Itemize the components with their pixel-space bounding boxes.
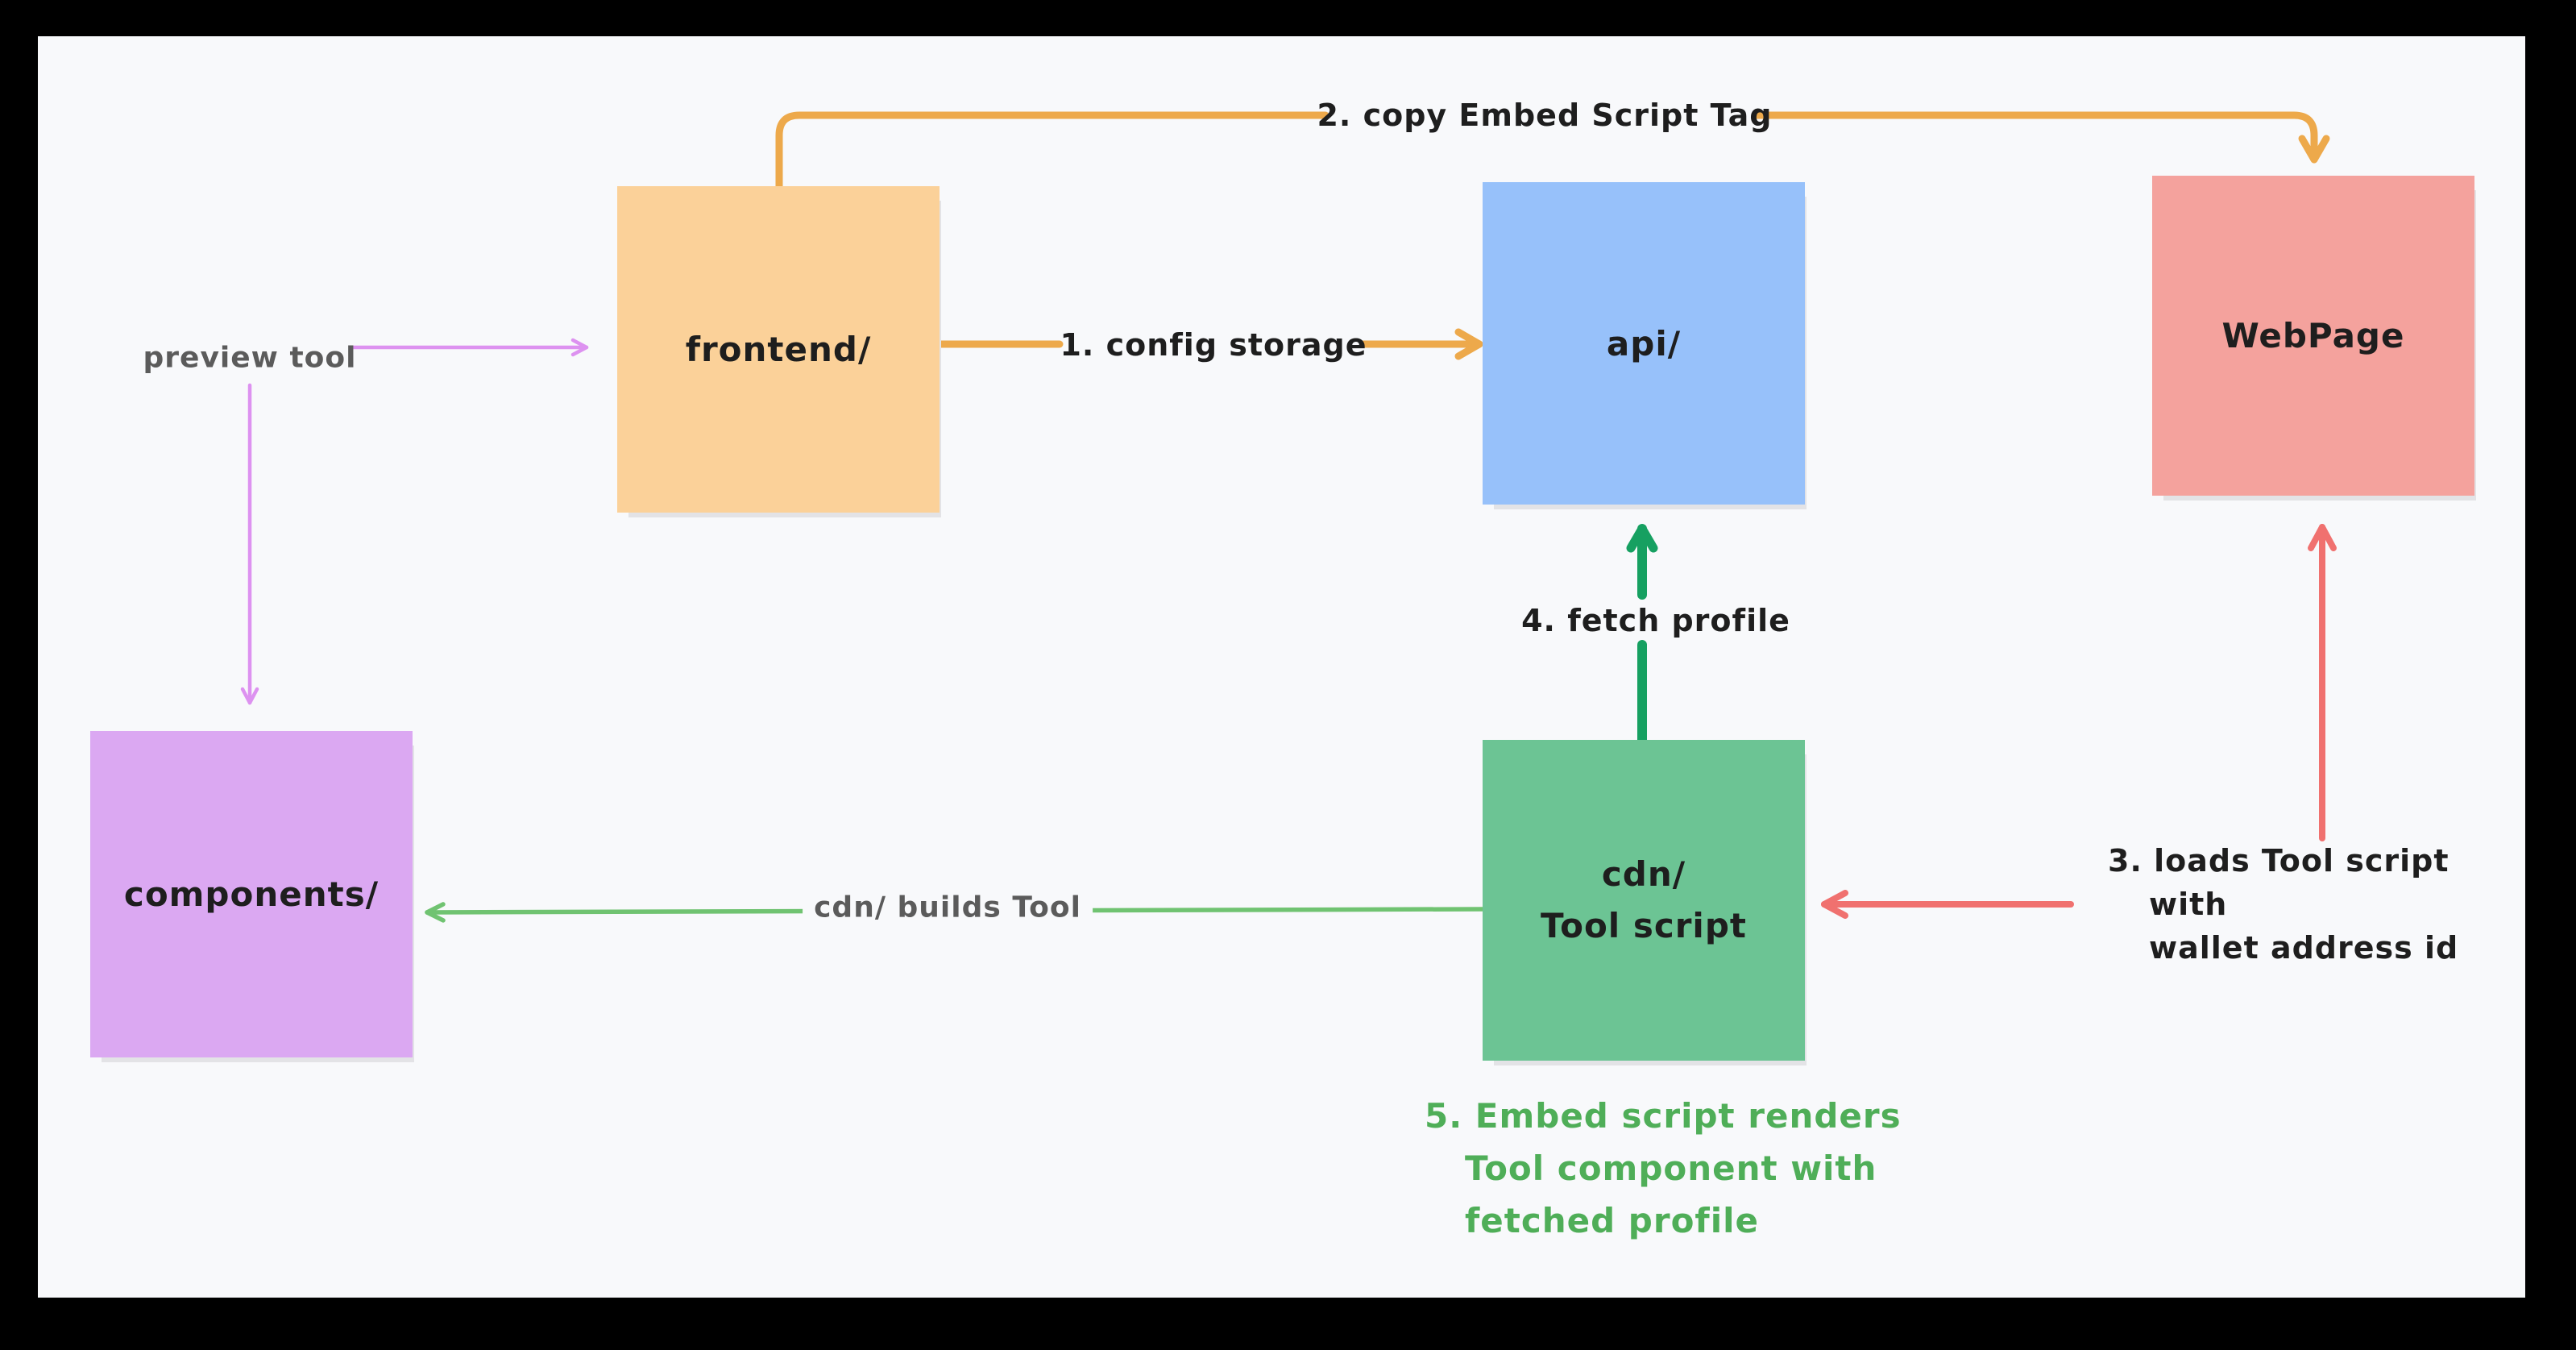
- note-line2: Tool component with: [1465, 1149, 1877, 1188]
- node-webpage-label: WebPage: [2221, 316, 2405, 355]
- edge-label-cdn-builds-tool[interactable]: cdn/ builds Tool: [803, 886, 1093, 929]
- diagram-canvas[interactable]: frontend/ api/ WebPage components/ cdn/ …: [38, 36, 2525, 1298]
- node-cdn-label-line2: Tool script: [1541, 906, 1747, 945]
- edge-label-loads-line3: wallet address id: [2149, 930, 2459, 966]
- note-line3: fetched profile: [1465, 1201, 1759, 1240]
- note-embed-script-renders[interactable]: 5. Embed script renders Tool component w…: [1425, 1090, 1902, 1247]
- note-line1: 5. Embed script renders: [1425, 1096, 1902, 1136]
- node-webpage[interactable]: WebPage: [2152, 176, 2474, 496]
- node-components[interactable]: components/: [90, 731, 413, 1057]
- node-api-label: api/: [1606, 323, 1682, 363]
- arrow-copy-embed-left[interactable]: [775, 111, 1329, 190]
- node-api[interactable]: api/: [1483, 182, 1805, 505]
- node-components-label: components/: [123, 874, 380, 914]
- node-frontend[interactable]: frontend/: [617, 186, 940, 513]
- arrow-copy-embed-right[interactable]: [1753, 111, 2330, 164]
- edge-label-config-storage[interactable]: 1. config storage: [1060, 327, 1367, 363]
- edge-label-loads-line2: with: [2149, 887, 2228, 922]
- edge-label-loads-line1: 3. loads Tool script: [2108, 843, 2449, 879]
- edge-label-loads-tool-script[interactable]: 3. loads Tool script with wallet address…: [2108, 839, 2458, 970]
- edge-label-preview-tool[interactable]: preview tool: [143, 341, 357, 375]
- node-frontend-label: frontend/: [685, 330, 872, 369]
- edge-label-fetch-profile[interactable]: 4. fetch profile: [1521, 603, 1790, 638]
- node-cdn[interactable]: cdn/ Tool script: [1483, 740, 1805, 1061]
- node-cdn-label-line1: cdn/: [1601, 854, 1686, 894]
- edge-label-copy-embed-script-tag[interactable]: 2. copy Embed Script Tag: [1317, 98, 1773, 133]
